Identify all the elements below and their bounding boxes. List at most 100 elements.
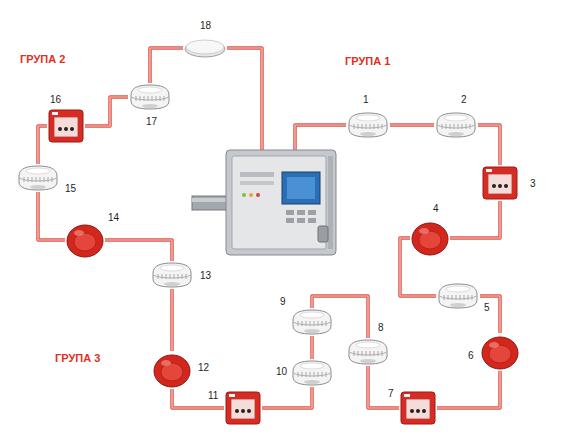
detector-vent: [466, 124, 467, 129]
alarm-sounder: [410, 219, 450, 257]
detector-vent: [374, 351, 375, 356]
wire: [450, 201, 500, 238]
call-point-dot: [247, 409, 251, 413]
detector-body: [19, 166, 57, 190]
callout-number: 12: [198, 362, 209, 374]
detector-vent: [310, 372, 311, 377]
region-fill: [270, 88, 560, 270]
call-point-tag: [486, 169, 492, 172]
sounder-highlight: [161, 360, 171, 366]
call-point-glass: [54, 117, 78, 137]
wire: [227, 48, 262, 150]
callout-number: 8: [378, 322, 384, 334]
wire: [38, 192, 65, 240]
call-point-dot: [410, 409, 414, 413]
group-label: ГРУПА 1: [345, 55, 390, 68]
detector-vent: [52, 177, 53, 182]
panel-led: [249, 193, 253, 197]
smoke-detector: [434, 111, 478, 139]
smoke-detector: [346, 338, 390, 366]
wire-connector: [38, 126, 47, 164]
detector-vent: [44, 177, 45, 182]
device-node: 4: [410, 219, 450, 257]
detector-face: [186, 40, 224, 54]
device-node: 6: [480, 333, 520, 371]
detector-band: [439, 296, 477, 299]
detector-vent: [32, 177, 33, 182]
callout-number: 13: [200, 270, 211, 282]
call-point-body: [401, 392, 435, 424]
wire-core: [390, 124, 434, 125]
wire-connector: [437, 371, 500, 408]
wire-core: [171, 289, 172, 351]
detector-vent: [472, 295, 473, 300]
wire-connector: [105, 240, 172, 261]
sounder-body: [482, 337, 518, 369]
detector-vent: [326, 372, 327, 377]
detector-vent: [164, 96, 165, 101]
wire: [478, 125, 500, 165]
pipe-highlight: [192, 198, 230, 202]
wire-core: [368, 366, 399, 408]
smoke-detector: [16, 164, 60, 192]
panel-strip: [240, 172, 274, 177]
wire-core: [478, 125, 500, 165]
detector-vent: [366, 351, 367, 356]
detector-vent: [160, 96, 161, 101]
wire-core: [38, 192, 65, 240]
callout-number: 7: [388, 388, 394, 400]
wire: [262, 387, 312, 408]
device-node: 18: [183, 37, 227, 59]
smoke-detector: [150, 261, 194, 289]
wire: [437, 371, 500, 408]
detector-band: [349, 125, 387, 128]
detector-vent: [136, 96, 137, 101]
conduit-pipe: [192, 196, 230, 210]
sounder-highlight: [419, 228, 429, 234]
detector-vent: [314, 372, 315, 377]
wire-connector: [172, 389, 224, 408]
detector-vent: [358, 124, 359, 129]
wire: [295, 125, 346, 150]
wire-connector: [390, 125, 434, 126]
sounder-body: [154, 355, 190, 387]
wire: [172, 389, 224, 408]
detector-vent: [468, 295, 469, 300]
detector-top: [356, 115, 380, 121]
detector-vent: [370, 351, 371, 356]
detector-base: [304, 329, 320, 333]
detector-band: [153, 275, 191, 278]
call-point-dot: [64, 127, 68, 131]
manual-call-point: [481, 165, 519, 201]
region-fill: [145, 228, 340, 436]
call-point-tag: [229, 394, 235, 397]
wire-core: [262, 387, 312, 408]
panel-key: [286, 218, 294, 223]
detector-body: [131, 85, 169, 109]
detector-vent: [470, 124, 471, 129]
detector-vent: [144, 96, 145, 101]
panel-key: [308, 210, 316, 215]
callout-number: 11: [208, 390, 218, 402]
smoke-detector: [290, 359, 334, 387]
call-point-dot: [504, 184, 508, 188]
wire-core: [172, 389, 224, 408]
detector-vent: [354, 351, 355, 356]
detector-vent: [464, 295, 465, 300]
detector-base: [142, 104, 158, 108]
detector-vent: [302, 372, 303, 377]
device-node: 15: [16, 164, 60, 192]
panel-key: [297, 210, 305, 215]
wire: [85, 97, 128, 126]
detector-vent: [362, 124, 363, 129]
wire-connector: [150, 48, 183, 83]
detector-body: [349, 113, 387, 137]
detector-vent: [314, 321, 315, 326]
detector-vent: [452, 295, 453, 300]
group-label: ГРУПА 3: [55, 352, 100, 365]
smoke-detector: [346, 111, 390, 139]
detector-base: [304, 380, 320, 384]
wire-core: [311, 336, 312, 359]
wire-core: [150, 48, 183, 83]
detector-vent: [306, 372, 307, 377]
